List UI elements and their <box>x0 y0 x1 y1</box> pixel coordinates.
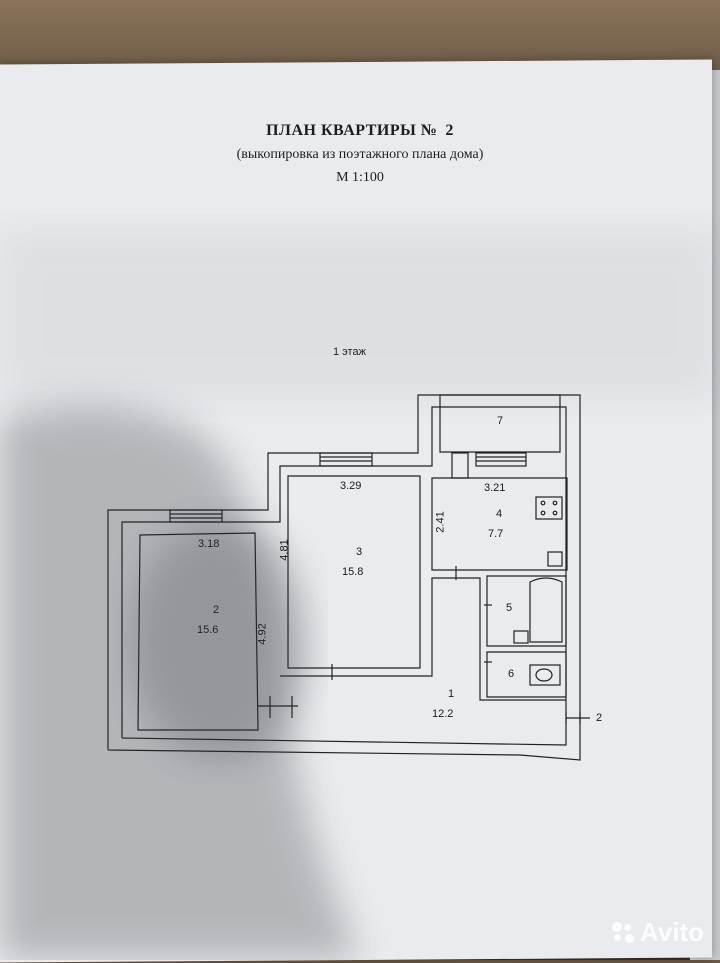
watermark-text: Avito <box>639 917 704 947</box>
room-2-width: 3.18 <box>198 538 220 550</box>
document-title: ПЛАН КВАРТИРЫ № 2 <box>0 122 720 140</box>
document-scale: М 1:100 <box>336 170 384 185</box>
room-3-width: 3.29 <box>340 480 362 492</box>
room-1-id: 1 <box>447 688 455 700</box>
document-subtitle: (выкопировка из поэтажного плана дома) <box>236 147 484 162</box>
avito-watermark: Avito <box>610 917 704 948</box>
room-7-id: 7 <box>497 415 504 427</box>
room-6-id: 6 <box>508 668 515 680</box>
section-marker: 2 <box>596 712 603 724</box>
room-3-length: 4.81 <box>278 539 291 561</box>
room-3-area: 15.8 <box>342 566 364 578</box>
room-5-id: 5 <box>506 602 513 614</box>
room-4-id: 4 <box>495 508 503 520</box>
room-4-width: 3.21 <box>484 482 506 494</box>
room-4-length: 2.41 <box>434 511 447 533</box>
room-2-id: 2 <box>212 604 220 616</box>
room-1-area: 12.2 <box>432 708 454 720</box>
room-2-length: 4.92 <box>256 623 269 645</box>
room-2-area: 15.6 <box>197 624 219 636</box>
title-text: ПЛАН КВАРТИРЫ № <box>266 122 438 139</box>
avito-logo-icon <box>610 920 636 946</box>
apartment-number: 2 <box>445 122 454 139</box>
room-4-area: 7.7 <box>488 528 504 540</box>
room-3-id: 3 <box>355 546 363 558</box>
